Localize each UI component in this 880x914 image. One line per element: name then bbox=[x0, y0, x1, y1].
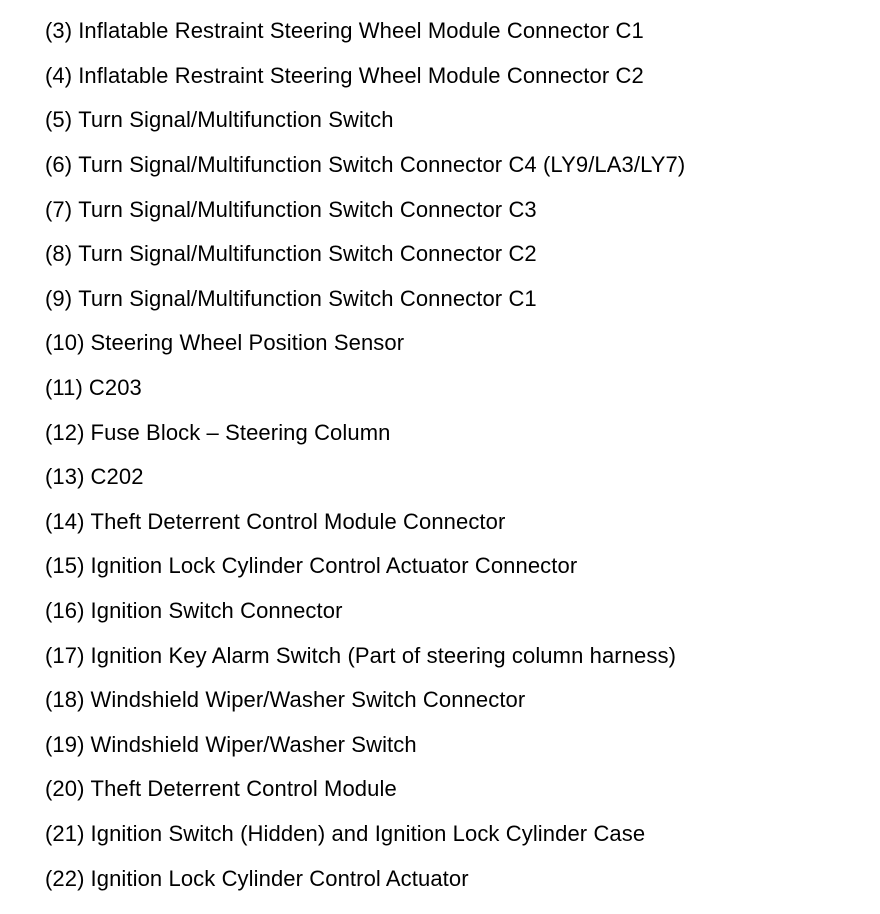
item-label: Turn Signal/Multifunction Switch Connect… bbox=[78, 196, 537, 222]
legend-item: (22)Ignition Lock Cylinder Control Actua… bbox=[45, 856, 872, 901]
legend-item: (15)Ignition Lock Cylinder Control Actua… bbox=[45, 544, 872, 589]
legend-item: (17)Ignition Key Alarm Switch (Part of s… bbox=[45, 633, 872, 678]
item-number: (11) bbox=[45, 375, 83, 401]
item-number: (16) bbox=[45, 598, 85, 624]
item-number: (12) bbox=[45, 419, 85, 445]
item-label: Ignition Switch Connector bbox=[90, 598, 343, 624]
legend-item: (5)Turn Signal/Multifunction Switch bbox=[45, 98, 872, 143]
item-number: (17) bbox=[45, 642, 85, 668]
item-number: (9) bbox=[45, 285, 73, 311]
item-label: Inflatable Restraint Steering Wheel Modu… bbox=[78, 18, 644, 44]
item-label: Steering Wheel Position Sensor bbox=[90, 330, 405, 356]
legend-item: (16)Ignition Switch Connector bbox=[45, 589, 872, 634]
item-label: Theft Deterrent Control Module Connector bbox=[90, 508, 506, 534]
legend-item: (7)Turn Signal/Multifunction Switch Conn… bbox=[45, 187, 872, 232]
legend-item: (3)Inflatable Restraint Steering Wheel M… bbox=[45, 9, 872, 54]
item-label: Ignition Lock Cylinder Control Actuator … bbox=[90, 553, 578, 579]
legend-item: (14)Theft Deterrent Control Module Conne… bbox=[45, 500, 872, 545]
item-number: (6) bbox=[45, 152, 73, 178]
item-number: (18) bbox=[45, 687, 85, 713]
item-number: (15) bbox=[45, 553, 85, 579]
item-label: C203 bbox=[88, 375, 142, 401]
item-label: Turn Signal/Multifunction Switch Connect… bbox=[78, 285, 537, 311]
legend-item: (9)Turn Signal/Multifunction Switch Conn… bbox=[45, 277, 872, 322]
item-label: C202 bbox=[90, 464, 144, 490]
item-label: Theft Deterrent Control Module bbox=[90, 776, 397, 802]
item-label: Windshield Wiper/Washer Switch bbox=[90, 731, 417, 757]
legend-item: (12)Fuse Block – Steering Column bbox=[45, 410, 872, 455]
item-number: (7) bbox=[45, 196, 73, 222]
item-number: (8) bbox=[45, 241, 73, 267]
item-label: Ignition Lock Cylinder Control Actuator bbox=[90, 865, 469, 891]
legend-item: (8)Turn Signal/Multifunction Switch Conn… bbox=[45, 232, 872, 277]
item-number: (19) bbox=[45, 731, 85, 757]
legend-item: (10)Steering Wheel Position Sensor bbox=[45, 321, 872, 366]
legend-item: (20)Theft Deterrent Control Module bbox=[45, 767, 872, 812]
item-number: (10) bbox=[45, 330, 85, 356]
item-label: Windshield Wiper/Washer Switch Connector bbox=[90, 687, 526, 713]
legend-item: (21)Ignition Switch (Hidden) and Ignitio… bbox=[45, 812, 872, 857]
item-label: Ignition Switch (Hidden) and Ignition Lo… bbox=[90, 820, 646, 846]
item-number: (3) bbox=[45, 18, 73, 44]
item-label: Turn Signal/Multifunction Switch Connect… bbox=[78, 241, 537, 267]
item-number: (21) bbox=[45, 820, 85, 846]
item-label: Turn Signal/Multifunction Switch bbox=[78, 107, 394, 133]
item-label: Turn Signal/Multifunction Switch Connect… bbox=[78, 152, 686, 178]
item-number: (4) bbox=[45, 62, 73, 88]
item-number: (13) bbox=[45, 464, 85, 490]
item-number: (5) bbox=[45, 107, 73, 133]
item-label: Inflatable Restraint Steering Wheel Modu… bbox=[78, 62, 644, 88]
item-number: (14) bbox=[45, 508, 85, 534]
legend-item: (6)Turn Signal/Multifunction Switch Conn… bbox=[45, 143, 872, 188]
item-number: (20) bbox=[45, 776, 85, 802]
legend-item: (13)C202 bbox=[45, 455, 872, 500]
legend-item: (19)Windshield Wiper/Washer Switch bbox=[45, 723, 872, 768]
item-label: Ignition Key Alarm Switch (Part of steer… bbox=[90, 642, 677, 668]
item-number: (22) bbox=[45, 865, 85, 891]
item-label: Fuse Block – Steering Column bbox=[90, 419, 391, 445]
legend-item: (4)Inflatable Restraint Steering Wheel M… bbox=[45, 54, 872, 99]
legend-item: (11)C203 bbox=[45, 366, 872, 411]
legend-item: (18)Windshield Wiper/Washer Switch Conne… bbox=[45, 678, 872, 723]
